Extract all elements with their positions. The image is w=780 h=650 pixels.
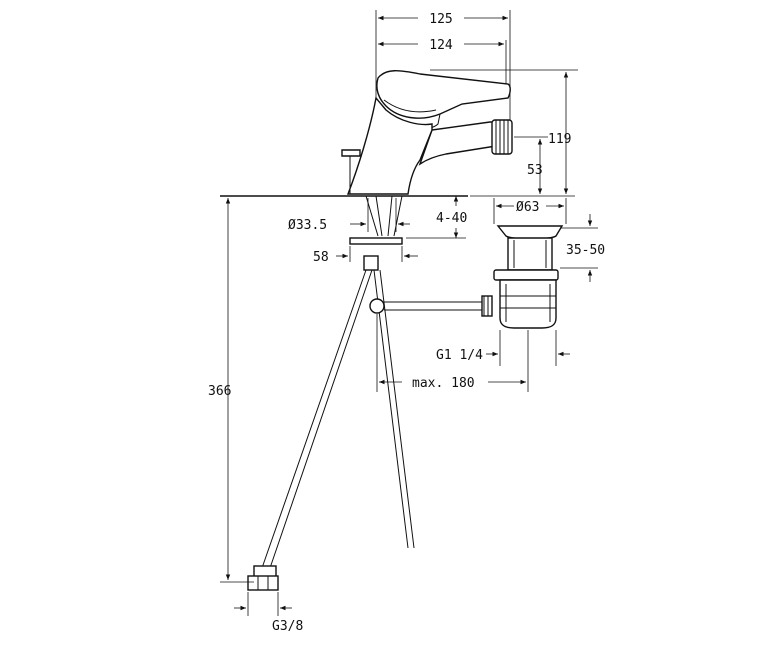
dim-4-40: 4-40 xyxy=(436,211,467,226)
mixer-lever xyxy=(376,70,511,119)
dim-dia-63: Ø63 xyxy=(516,200,539,215)
dim-g1-1-4: G1 1/4 xyxy=(436,348,483,363)
dim-58: 58 xyxy=(313,250,329,265)
bidet-nozzle xyxy=(491,119,513,155)
dim-35-50: 35-50 xyxy=(566,243,605,258)
dim-124: 124 xyxy=(429,38,453,53)
dim-g3-8: G3/8 xyxy=(272,619,303,634)
waste-lower-body xyxy=(499,279,557,329)
dim-366: 366 xyxy=(208,384,231,399)
dim-119: 119 xyxy=(548,132,571,147)
hose-nut-g3-8 xyxy=(247,575,279,591)
popup-rod-knob xyxy=(341,149,361,157)
mounting-plate xyxy=(349,237,403,245)
dim-dia-33-5: Ø33.5 xyxy=(288,218,327,233)
linkage-pivot xyxy=(369,298,385,314)
dim-53: 53 xyxy=(527,163,543,178)
supply-hoses xyxy=(247,269,415,591)
mounting-nut xyxy=(363,255,379,271)
dimension-labels: 125 124 119 53 Ø33.5 4-40 Ø63 35-50 58 3… xyxy=(208,12,605,634)
dim-max-180: max. 180 xyxy=(412,376,475,391)
mixer-main-body xyxy=(346,96,433,195)
dimension-lines xyxy=(220,10,598,616)
mixer-body xyxy=(220,70,575,271)
waste-upper-body xyxy=(507,237,553,271)
linkage-clamp xyxy=(481,295,493,317)
waste-plug-head xyxy=(496,225,564,240)
popup-linkage xyxy=(369,295,493,317)
waste-fitting xyxy=(493,225,564,329)
waste-flange xyxy=(493,269,559,281)
dim-125: 125 xyxy=(429,12,452,27)
